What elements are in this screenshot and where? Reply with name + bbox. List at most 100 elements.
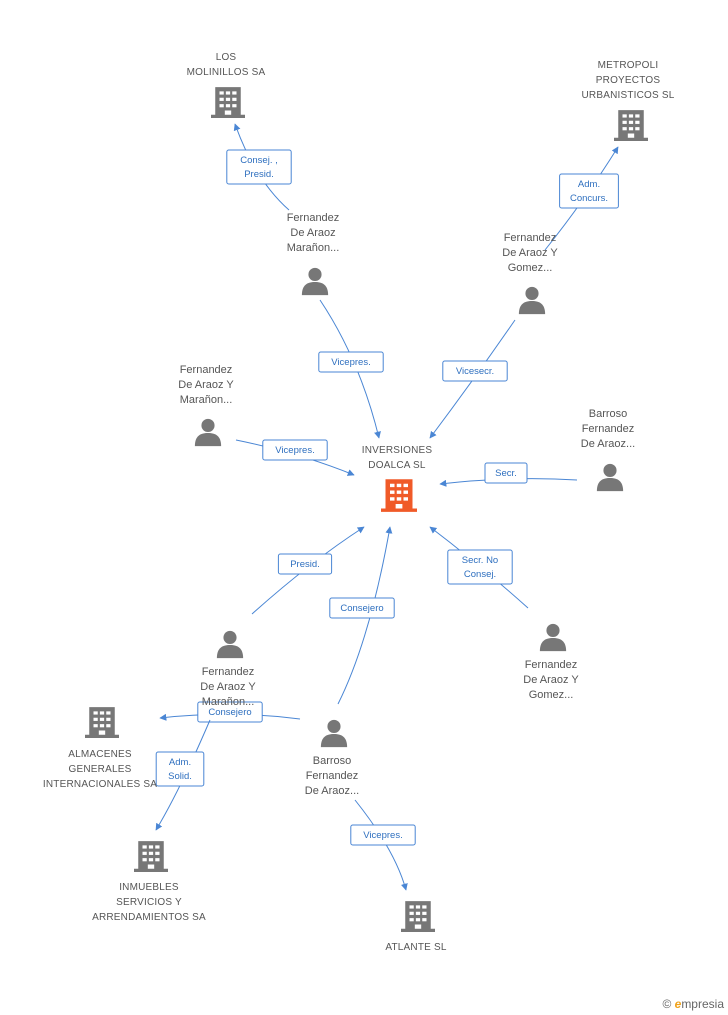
node-label: Gomez...: [529, 689, 574, 701]
edge-label-text: Consej. ,: [240, 155, 278, 166]
node-label: De Araoz Y: [502, 247, 558, 259]
edge-label[interactable]: Consej. ,Presid.: [226, 149, 292, 185]
edge-line: [337, 526, 393, 705]
edge-label-text: Vicepres.: [331, 357, 370, 368]
person-icon: [539, 623, 567, 652]
edge-p_fm_bottom-to-inmuebles: Adm. Solid.: [155, 719, 211, 831]
building-icon: [381, 479, 417, 512]
edge-label-box: [559, 173, 619, 209]
person-icon: [320, 719, 348, 748]
edge-label-box: [277, 553, 333, 575]
edge-label[interactable]: Adm. Solid.: [155, 751, 205, 787]
node-label: Marañon...: [180, 394, 233, 406]
edge-label-box: [197, 701, 263, 723]
node-label: Fernandez: [180, 364, 233, 376]
node-label: De Araoz...: [581, 438, 635, 450]
edge-p_fm_bottom-to-center: Presid.: [251, 526, 365, 615]
edge-label-box: [262, 439, 328, 461]
edge-label-text: Vicesecr.: [456, 366, 494, 377]
edge-p_fg_top-to-center: Vicesecr.: [429, 319, 516, 439]
edge-label-text: Vicepres.: [275, 445, 314, 456]
edge-p_fm_left-to-center: Vicepres.: [235, 439, 355, 476]
node-label: INMUEBLES: [119, 882, 179, 893]
person-node-p_fg_top[interactable]: Fernandez De Araoz Y Gomez...: [502, 232, 558, 315]
node-label: Marañon...: [287, 242, 340, 254]
building-icon: [134, 841, 168, 872]
edge-label[interactable]: Vicepres.: [350, 824, 416, 846]
node-label: Fernandez: [287, 212, 340, 224]
edge-label-box: [155, 751, 205, 787]
edge-p_bf_bottom-to-almacenes: Consejero: [159, 701, 301, 723]
edge-label-text: Secr. No: [462, 555, 498, 566]
footer-brand: © empresia: [662, 997, 724, 1011]
node-label: INVERSIONES: [362, 445, 433, 456]
node-label: De Araoz Y: [523, 674, 579, 686]
node-label: Gomez...: [508, 262, 553, 274]
node-label: Fernandez: [202, 666, 255, 678]
edge-label[interactable]: Vicepres.: [262, 439, 328, 461]
node-label: INTERNACIONALES SA: [43, 779, 157, 790]
edge-label-box: [318, 351, 384, 373]
edge-p_bf_bottom-to-center: Consejero: [329, 526, 395, 705]
edge-p_fm_top-to-molinillos: Consej. ,Presid.: [226, 123, 292, 211]
node-label: Barroso: [589, 408, 628, 420]
edge-label-text: Adm.: [169, 757, 191, 768]
edge-p_bf_right-to-center: Secr.: [439, 462, 578, 487]
brand-initial: e: [674, 997, 682, 1011]
edge-label-text: Concurs.: [570, 193, 608, 204]
node-label: De Araoz Y: [178, 379, 234, 391]
edge-label[interactable]: Secr.: [484, 462, 528, 484]
edge-label-box: [447, 549, 513, 585]
edge-label[interactable]: Consejero: [329, 597, 395, 619]
node-label: GENERALES: [69, 764, 132, 775]
node-label: ATLANTE SL: [385, 942, 447, 953]
person-icon: [216, 630, 244, 659]
edge-label[interactable]: Adm.Concurs.: [559, 173, 619, 209]
edge-label-box: [484, 462, 528, 484]
building-icon: [211, 87, 245, 118]
edge-p_fm_top-to-center: Vicepres.: [318, 299, 384, 439]
brand-name: mpresia: [681, 997, 724, 1011]
edge-label-text: Consejero: [340, 603, 383, 614]
person-node-p_fm_left[interactable]: Fernandez De Araoz Y Marañon...: [178, 364, 234, 447]
edge-label-box: [329, 597, 395, 619]
edge-label-box: [350, 824, 416, 846]
node-label: Marañon...: [202, 696, 255, 708]
edge-label-box: [442, 360, 508, 382]
edge-p_fg_top-to-metropoli: Adm.Concurs.: [544, 146, 619, 251]
edge-line: [354, 799, 408, 891]
node-label: ARRENDAMIENTOS SA: [92, 912, 206, 923]
node-label: URBANISTICOS SL: [581, 90, 674, 101]
person-icon: [596, 463, 624, 492]
node-label: Barroso: [313, 755, 352, 767]
node-label: De Araoz: [290, 227, 335, 239]
edge-label-text: Secr.: [495, 468, 517, 479]
person-icon: [518, 286, 546, 315]
edge-label[interactable]: Presid.: [277, 553, 333, 575]
edge-label[interactable]: Consejero: [197, 701, 263, 723]
edge-label-box: [226, 149, 292, 185]
node-label: Fernandez: [306, 770, 359, 782]
node-label: MOLINILLOS SA: [187, 67, 266, 78]
edge-p_bf_bottom-to-atlante: Vicepres.: [350, 799, 416, 891]
edge-label-text: Solid.: [168, 771, 192, 782]
company-node-atlante[interactable]: ATLANTE SL: [385, 901, 447, 953]
node-label: Fernandez: [504, 232, 557, 244]
edge-label[interactable]: Vicepres.: [318, 351, 384, 373]
edge-label[interactable]: Vicesecr.: [442, 360, 508, 382]
node-label: PROYECTOS: [596, 75, 661, 86]
company-node-metropoli[interactable]: METROPOLI PROYECTOS URBANISTICOS SL: [581, 60, 675, 141]
person-node-p_fm_top[interactable]: Fernandez De AraozMarañon...: [287, 212, 340, 296]
node-label: METROPOLI: [598, 60, 659, 71]
